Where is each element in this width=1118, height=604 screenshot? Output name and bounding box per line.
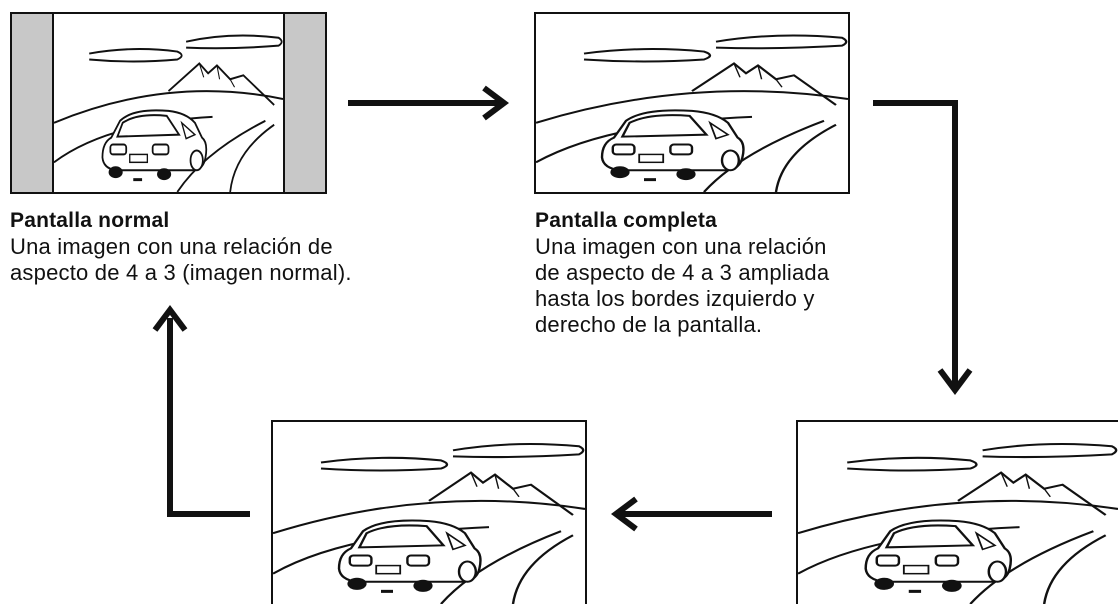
- car-scene-illustration: [798, 442, 1118, 604]
- caption-normal-description: Una imagen con una relación de aspecto d…: [10, 234, 352, 285]
- car-scene-illustration: [536, 34, 848, 192]
- panel-full-screen: [534, 12, 850, 194]
- panel-third-screen: [796, 420, 1118, 604]
- arrow-right-icon: [348, 85, 509, 121]
- panel-normal-screen: [10, 12, 327, 194]
- arrow-left-icon: [611, 496, 772, 532]
- arrow-up-icon: [152, 305, 250, 517]
- left-side-bar: [12, 14, 52, 192]
- caption-full: Pantalla completa Una imagen con una rel…: [535, 208, 905, 338]
- caption-full-description: Una imagen con una relación de aspecto d…: [535, 234, 830, 337]
- caption-normal-title: Pantalla normal: [10, 209, 170, 232]
- car-scene-illustration: [52, 14, 285, 192]
- panel-fourth-screen: [271, 420, 587, 604]
- right-side-bar: [285, 14, 325, 192]
- caption-full-title: Pantalla completa: [535, 209, 717, 232]
- caption-normal: Pantalla normal Una imagen con una relac…: [10, 208, 440, 286]
- car-scene-illustration: [273, 442, 585, 604]
